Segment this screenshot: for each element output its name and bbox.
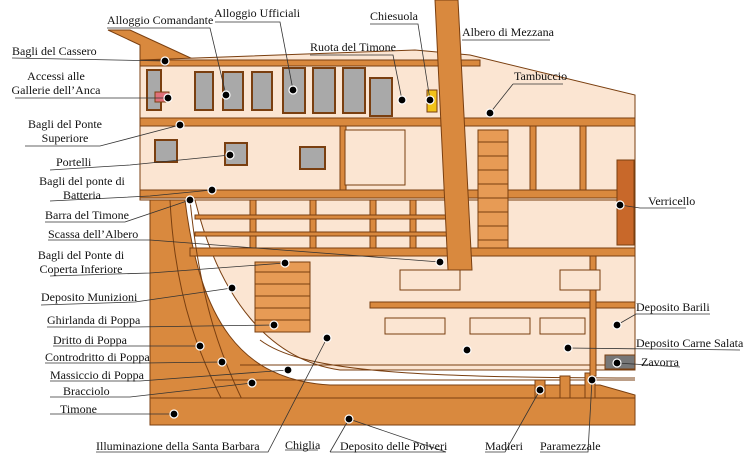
label-deposito-munizioni: Deposito Munizioni xyxy=(41,290,138,304)
label-controdritto-poppa: Controdritto di Poppa xyxy=(45,350,150,364)
label-paramezzale: Paramezzale xyxy=(540,439,601,453)
label-bracciolo: Bracciolo xyxy=(63,384,110,398)
label-scassa-albero: Scassa dell’Albero xyxy=(48,227,139,241)
label-chiglia: Chiglia xyxy=(285,438,321,452)
label-portelli: Portelli xyxy=(56,155,92,169)
label-zavorra: Zavorra xyxy=(641,355,679,369)
label-massiccio-poppa: Massiccio di Poppa xyxy=(50,368,144,382)
label-albero-mezzana: Albero di Mezzana xyxy=(462,25,554,39)
label-ruota-timone: Ruota del Timone xyxy=(310,40,397,54)
label-dritto-poppa: Dritto di Poppa xyxy=(53,333,127,347)
label-ghirlanda-poppa: Ghirlanda di Poppa xyxy=(47,313,141,327)
label-chiesuola: Chiesuola xyxy=(370,9,418,23)
label-madieri: Madieri xyxy=(485,439,523,453)
label-verricello: Verricello xyxy=(648,194,696,208)
label-illuminazione-santa-barbara: Illuminazione della Santa Barbara xyxy=(96,439,260,453)
hull xyxy=(107,0,636,426)
leader-lines xyxy=(11,21,741,453)
label-barra-timone: Barra del Timone xyxy=(45,208,129,222)
label-deposito-polveri: Deposito delle Polveri xyxy=(340,439,448,453)
label-tambuccio: Tambuccio xyxy=(514,69,568,83)
marker-dots xyxy=(160,56,625,424)
label-bagli-cassero: Bagli del Cassero xyxy=(12,44,97,58)
label-alloggio-comandante: Alloggio Comandante xyxy=(107,13,214,27)
label-deposito-carne-salata: Deposito Carne Salata xyxy=(636,336,744,350)
label-deposito-barili: Deposito Barili xyxy=(636,300,710,314)
label-alloggio-ufficiali: Alloggio Ufficiali xyxy=(214,6,301,20)
label-timone: Timone xyxy=(60,402,97,416)
